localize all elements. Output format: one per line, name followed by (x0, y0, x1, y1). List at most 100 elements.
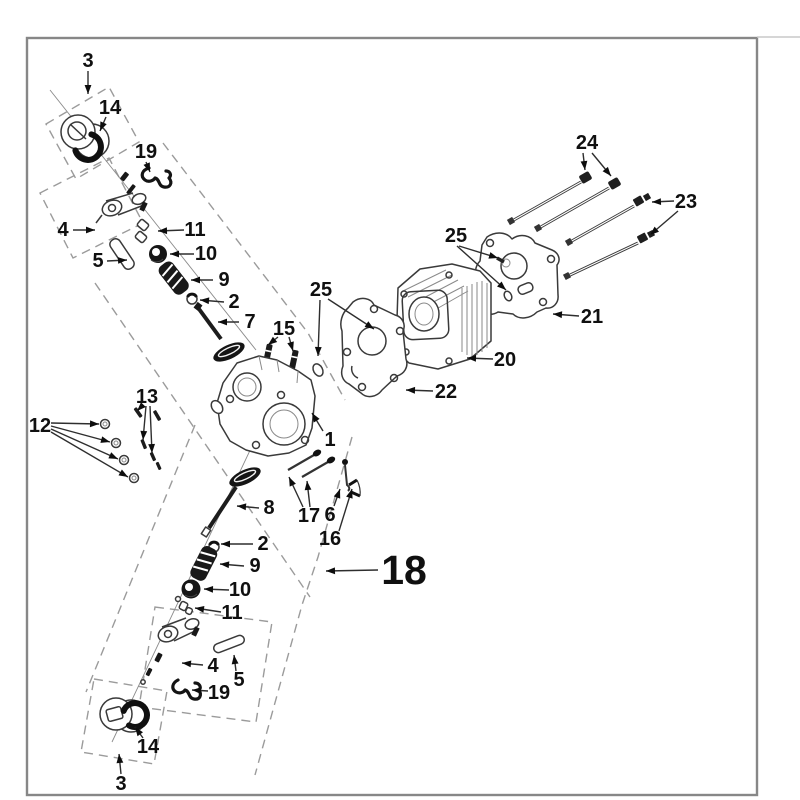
callout-label-15: 15 (273, 318, 295, 340)
leader-arrowhead-8 (237, 503, 247, 511)
dowel-sleeve-head (312, 363, 324, 377)
leader-arrowhead-2 (200, 297, 210, 305)
leader-arrowhead-15 (268, 336, 278, 345)
leader-arrowhead-12 (100, 436, 110, 443)
rocker-shaft-bottom (213, 634, 245, 654)
callout-label-9: 9 (218, 269, 229, 291)
leader-arrowhead-7 (218, 318, 227, 326)
callout-label-14: 14 (99, 97, 122, 119)
callout-label-19: 19 (208, 682, 230, 704)
leader-arrowhead-23 (652, 198, 662, 205)
leader-arrowhead-2 (221, 540, 230, 548)
leader-arrowhead-17 (304, 481, 312, 491)
leader-arrowhead-25 (364, 321, 374, 329)
leader-line-25 (317, 299, 321, 357)
leader-arrowhead-10 (170, 250, 179, 258)
cotter-clip-top (140, 166, 173, 189)
cylinder-head (210, 355, 316, 457)
spring-retainer-bottom (181, 579, 201, 599)
studs-13 (133, 407, 162, 470)
callout-label-16: 16 (319, 528, 341, 550)
callout-label-3: 3 (115, 773, 126, 795)
stud-24-a (506, 171, 592, 226)
leader-line-12 (50, 425, 111, 443)
leader-arrowhead-6 (333, 489, 341, 499)
dowel-pin-6 (342, 459, 351, 492)
leader-arrowhead-20 (467, 354, 477, 362)
leader-line-12 (50, 428, 119, 460)
tappet-screws-top (120, 171, 136, 195)
leader-arrowhead-4 (182, 660, 192, 668)
exhaust-valve (200, 467, 261, 538)
valve-seal-top (186, 292, 198, 305)
o-ring-top (72, 131, 104, 163)
callout-label-24: 24 (576, 132, 599, 154)
callout-label-10: 10 (229, 579, 251, 601)
callout-label-4: 4 (207, 655, 219, 677)
callout-label-2: 2 (228, 291, 239, 313)
leader-arrowhead-24 (580, 160, 588, 170)
leader-arrowhead-11 (195, 606, 205, 613)
leader-arrowhead-25 (497, 281, 506, 290)
leader-arrowhead-12 (118, 469, 128, 477)
callout-label-19: 19 (135, 141, 157, 163)
valve-spring-bottom (190, 546, 218, 581)
cylinder-base-gasket (340, 297, 408, 398)
leader-arrowhead-3 (84, 85, 92, 94)
leader-arrowhead-21 (553, 311, 563, 319)
stud-24-b (533, 177, 621, 233)
leader-arrowhead-25 (314, 346, 322, 356)
callout-label-5: 5 (92, 250, 103, 272)
intake-valve (193, 301, 245, 362)
nuts-12 (99, 418, 140, 484)
leader-arrowhead-25 (488, 252, 498, 259)
leader-arrowhead-10 (204, 586, 214, 593)
callout-label-12: 12 (29, 415, 51, 437)
callout-label-9: 9 (249, 555, 260, 577)
cylinder-block (395, 263, 492, 370)
valve-keepers-top (134, 218, 150, 244)
callout-label-7: 7 (244, 311, 255, 333)
leader-arrowhead-4 (86, 226, 95, 234)
leader-arrowhead-22 (406, 386, 416, 394)
callout-label-4: 4 (57, 219, 69, 241)
tappet-screws-bottom (140, 652, 163, 685)
cylinder-studs (506, 171, 656, 281)
dashed-group-outlines (39, 86, 353, 776)
leader-arrowhead-5 (231, 655, 239, 665)
callout-label-25: 25 (445, 225, 467, 247)
leader-arrowhead-9 (191, 276, 200, 284)
leader-arrowhead-13 (137, 402, 146, 411)
leader-arrowhead-15 (287, 341, 294, 351)
clip-16 (348, 478, 361, 498)
callout-label-14: 14 (137, 736, 160, 758)
rocker-shaft-top (109, 238, 135, 270)
callout-label-22: 22 (435, 381, 457, 403)
leader-arrowhead-12 (108, 452, 118, 459)
callout-label-13: 13 (136, 386, 158, 408)
callout-label-23: 23 (675, 191, 697, 213)
leader-arrowhead-11 (158, 227, 168, 235)
leader-arrowhead-16 (346, 489, 353, 499)
callout-label-11: 11 (221, 602, 242, 624)
leader-line-25 (327, 298, 375, 330)
leader-arrowhead-24 (602, 166, 611, 176)
callout-label-21: 21 (581, 306, 603, 328)
leader-arrowhead-13 (140, 430, 148, 440)
leader-arrowhead-9 (220, 561, 230, 569)
callout-label-2: 2 (257, 533, 268, 555)
rocker-arm-bottom (157, 617, 200, 643)
valve-keepers-bottom (174, 595, 194, 616)
leader-arrowhead-23 (650, 226, 659, 235)
stud-23-a (564, 192, 652, 247)
leader-arrowhead-14 (100, 121, 107, 131)
leader-arrowhead-19 (143, 162, 150, 172)
callout-label-8: 8 (263, 497, 274, 519)
leader-arrowhead-19 (192, 687, 202, 694)
o-ring-bottom (120, 700, 150, 730)
callout-label-6: 6 (324, 504, 335, 526)
spring-retainer-top (149, 245, 167, 263)
